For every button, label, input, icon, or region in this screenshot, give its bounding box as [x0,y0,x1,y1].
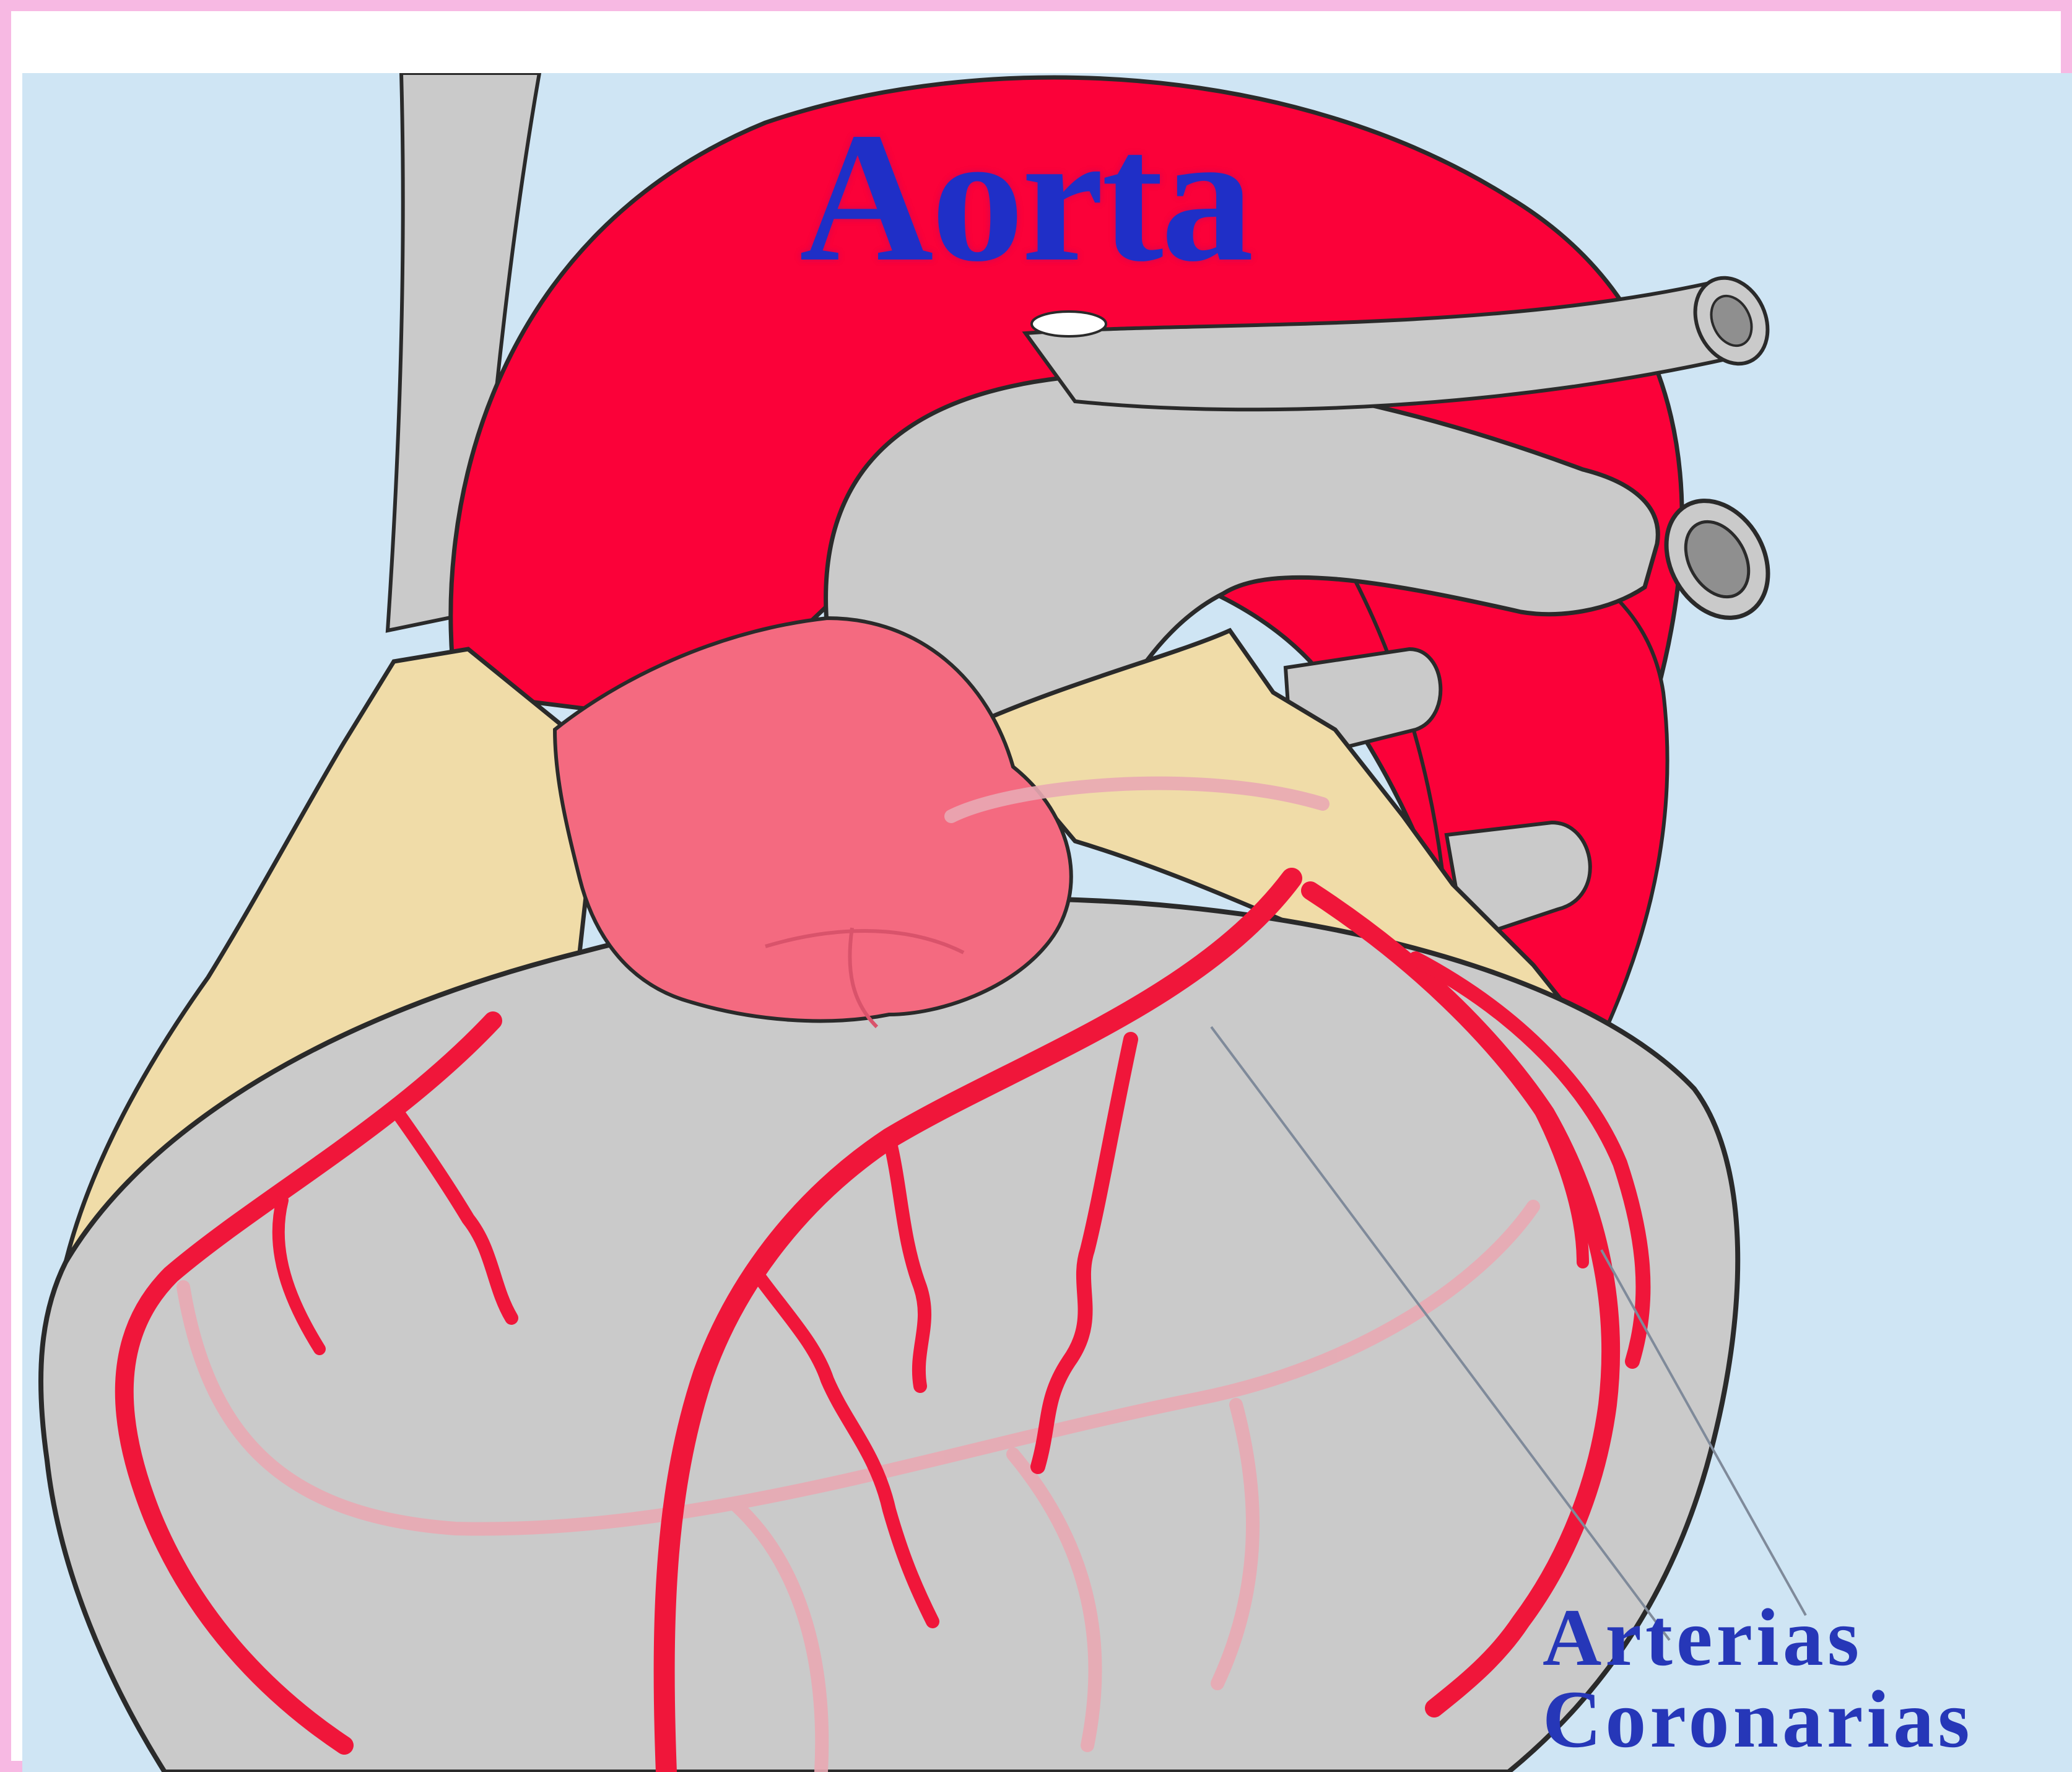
coronary-label-line2: Coronarias [1543,1678,1974,1760]
heart-illustration [22,73,2072,1772]
coronary-label-line1: Arterias [1543,1597,1974,1678]
coronary-arteries-label: Arterias Coronarias [1543,1597,1974,1760]
diagram-canvas: Aorta Arterias Coronarias [22,73,2072,1772]
aorta-label: Aorta [799,104,1251,290]
